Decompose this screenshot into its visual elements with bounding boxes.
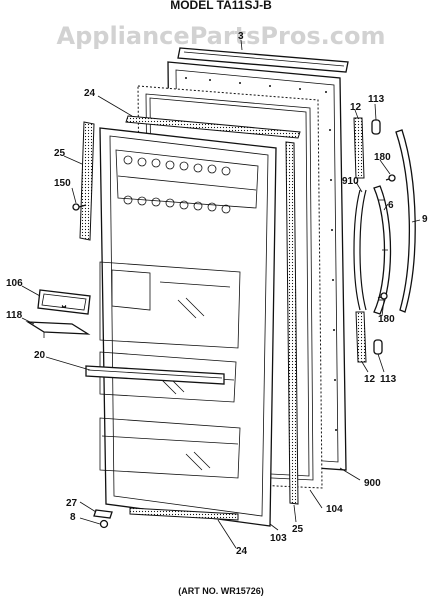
watermark-text: AppliancePartsPros.com — [57, 22, 386, 50]
label-106: 106 — [6, 278, 23, 289]
dairy-compartment — [99, 261, 241, 349]
label-180-top: 180 — [374, 152, 391, 163]
part-118-dairy-bin — [25, 321, 91, 338]
part-8-hinge-screw — [99, 519, 109, 529]
label-3: 3 — [238, 31, 244, 42]
label-104: 104 — [326, 504, 343, 515]
label-25-bottom: 25 — [292, 524, 304, 535]
part-113-handle-cap-top — [371, 119, 381, 135]
label-25-left: 25 — [54, 148, 66, 159]
art-number: (ART NO. WR15726) — [178, 586, 264, 596]
part-12-handle-trim-bottom — [355, 311, 367, 363]
part-25-left-breaker-strip — [79, 121, 95, 241]
part-25-right-breaker-strip — [285, 141, 299, 505]
part-6-handle — [373, 185, 392, 315]
part-9-handle-cover — [395, 129, 416, 313]
part-150-screw — [72, 203, 87, 211]
leader-lines — [21, 39, 421, 549]
label-113-top: 113 — [368, 94, 385, 105]
label-24-bottom: 24 — [236, 546, 248, 557]
part-12-handle-trim-top — [353, 117, 365, 179]
part-106-dairy-door: ⎵ — [37, 289, 91, 315]
model-title: MODEL TA11SJ-B — [170, 0, 272, 12]
part-910-handle-insert — [353, 189, 367, 311]
part-180-screw-top — [385, 174, 396, 182]
label-910: 910 — [342, 176, 359, 187]
label-180-bottom: 180 — [378, 314, 395, 325]
part-24-top-breaker-strip — [125, 115, 301, 139]
part-180-screw-bottom — [377, 292, 388, 300]
label-118: 118 — [6, 310, 23, 321]
label-20: 20 — [34, 350, 46, 361]
part-113-handle-cap-bottom — [373, 339, 383, 355]
inner-door-liner — [99, 127, 277, 527]
label-12-bottom: 12 — [364, 374, 376, 385]
label-8: 8 — [70, 512, 76, 523]
svg-text:⎵: ⎵ — [61, 297, 67, 308]
egg-shelf — [115, 149, 259, 214]
label-103: 103 — [270, 533, 287, 544]
label-12-top: 12 — [350, 102, 362, 113]
label-6: 6 — [388, 200, 394, 211]
label-113-bottom: 113 — [380, 374, 397, 385]
label-900: 900 — [364, 478, 381, 489]
label-24-top: 24 — [84, 88, 96, 99]
label-150: 150 — [54, 178, 71, 189]
part-27-hinge-bushing — [93, 509, 113, 519]
panel-rivet-holes — [185, 77, 337, 431]
part-3-top-trim — [177, 47, 349, 73]
label-27: 27 — [66, 498, 78, 509]
part-20-shelf-rail — [85, 365, 225, 385]
part-24-bottom-breaker-strip — [129, 507, 239, 521]
part-number-labels: 3 24 25 150 106 118 20 27 8 24 103 25 10… — [6, 31, 428, 557]
label-9: 9 — [422, 214, 428, 225]
